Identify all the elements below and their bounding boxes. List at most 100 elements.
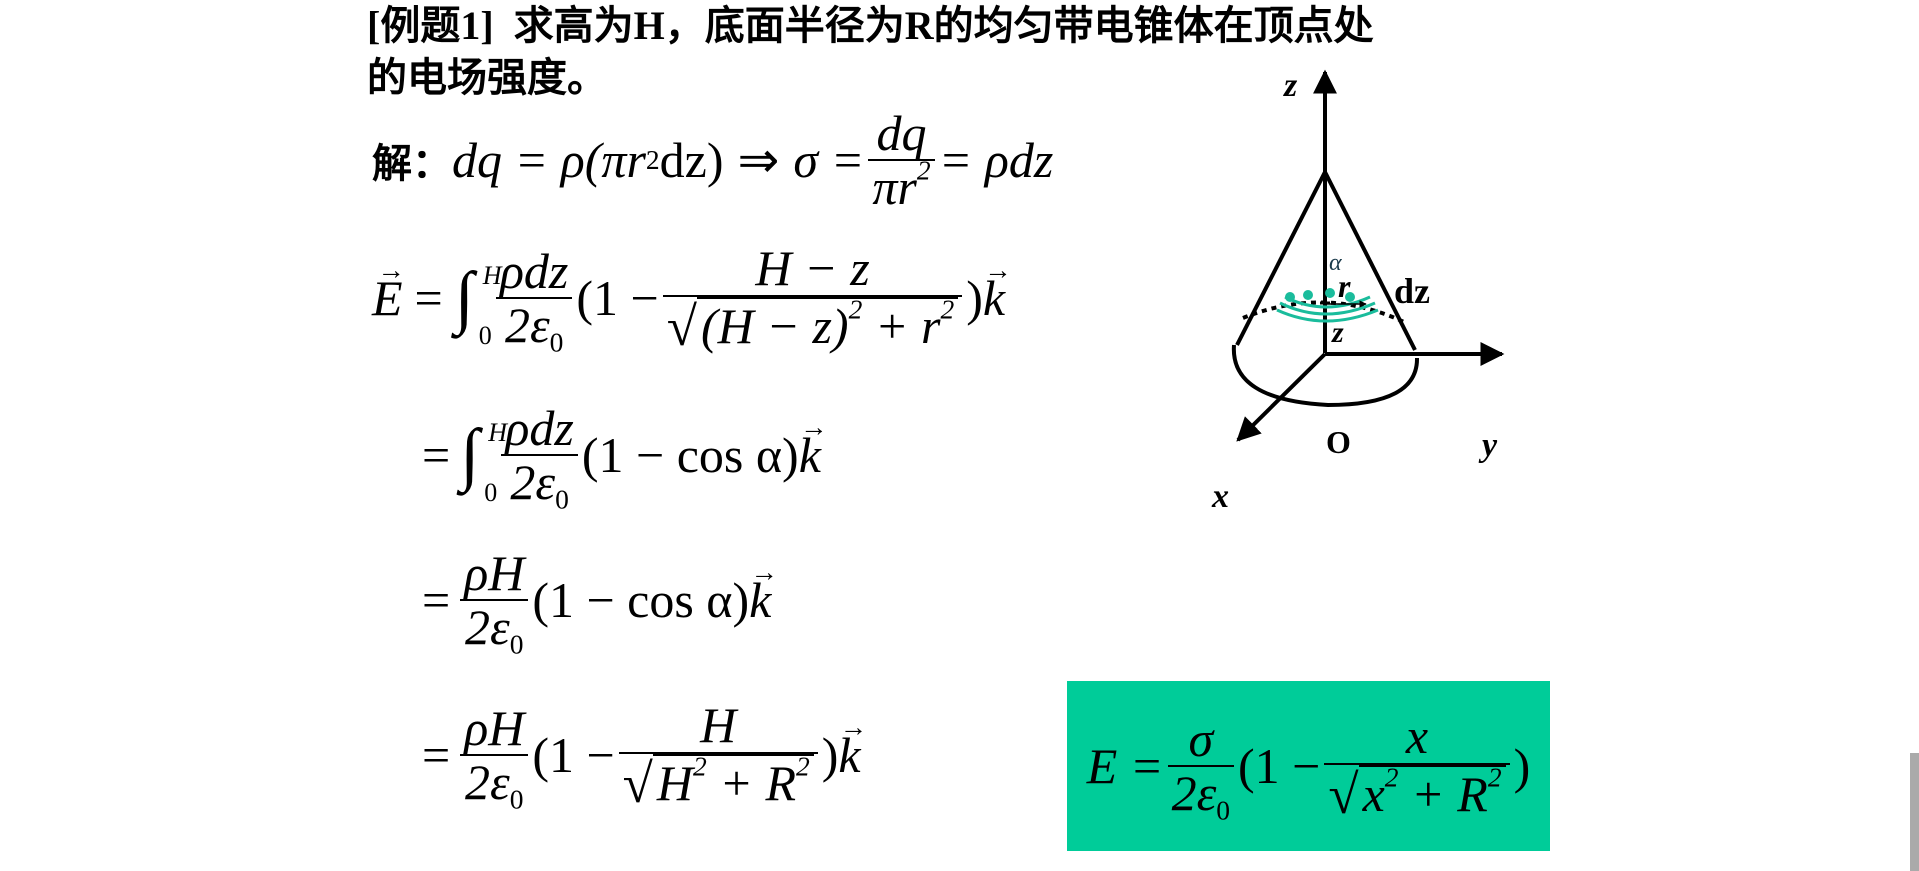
eq1-frac-den-exp: 2 bbox=[916, 154, 931, 186]
eq2-frac-den-sub: 0 bbox=[549, 326, 564, 358]
equation-line-1: 解： dq = ρ(πr 2 dz) ⇒ σ = dq πr2 = ρdz bbox=[372, 104, 1054, 215]
equals-sign: = bbox=[414, 270, 443, 326]
equation-line-2: E = ∫H0 ρdz 2ε0 (1 − H − z √(H − z)2 + r… bbox=[372, 228, 1005, 368]
integral-upper: H bbox=[482, 261, 502, 290]
result-sqrt-a-exp: 2 bbox=[1384, 761, 1399, 792]
result-sqrt: √x2 + R2 bbox=[1324, 763, 1509, 822]
eq3-frac-den-sub: 0 bbox=[555, 483, 569, 515]
eq1-fraction: dq πr2 bbox=[868, 106, 935, 215]
result-sqrt-b: + R bbox=[1411, 765, 1488, 822]
eq5-frac-num: ρH bbox=[464, 699, 525, 756]
eq2-sqrt: √(H − z)2 + r2 bbox=[663, 295, 963, 357]
eq4-body: (1 − cos α) bbox=[532, 572, 750, 628]
eq2-sqrt-b-exp: 2 bbox=[940, 293, 955, 324]
eq2-close: ) bbox=[966, 270, 983, 326]
eq2-frac-den-base: 2ε bbox=[504, 297, 550, 353]
eq5-frac-den-base: 2ε bbox=[465, 754, 510, 810]
result-fraction: σ 2ε0 bbox=[1167, 710, 1235, 824]
eq2-sqrt-b: + r bbox=[874, 297, 941, 354]
eq3-frac-den: 2ε0 bbox=[506, 454, 572, 513]
integral-lower: 0 bbox=[478, 321, 492, 350]
eq2-inner-fraction: H − z √(H − z)2 + r2 bbox=[662, 240, 963, 357]
equals-sign: = bbox=[422, 727, 451, 783]
fraction-bar bbox=[618, 751, 818, 754]
problem-label: [例题1] bbox=[367, 3, 494, 48]
eq2-sqrt-body: (H − z)2 + r2 bbox=[696, 295, 959, 354]
eq2-fraction: ρdz 2ε0 bbox=[495, 242, 573, 356]
vector-k: k bbox=[983, 269, 1005, 327]
result-frac-den: 2ε0 bbox=[1168, 765, 1234, 824]
result-close: ) bbox=[1513, 738, 1531, 794]
result-E: E = bbox=[1086, 738, 1164, 794]
implies-symbol: ⇒ bbox=[737, 132, 780, 188]
fraction-bar bbox=[662, 294, 963, 297]
integral-upper: H bbox=[488, 418, 507, 447]
eq1-rhs: = ρdz bbox=[938, 132, 1054, 188]
eq5-sqrt-b-exp: 2 bbox=[796, 750, 810, 781]
vector-E: E bbox=[372, 269, 403, 327]
eq5-sqrt-body: H2 + R2 bbox=[652, 752, 814, 811]
eq4-frac-den-sub: 0 bbox=[509, 628, 524, 660]
origin-label: O bbox=[1326, 424, 1351, 460]
eq2-sqrt-a: (H − z) bbox=[700, 297, 849, 354]
equation-line-3: = ∫H0 ρdz 2ε0 (1 − cos α)k bbox=[422, 385, 821, 525]
eq5-sqrt: √H2 + R2 bbox=[619, 752, 818, 814]
eq2-inner-num: H − z bbox=[755, 240, 870, 297]
eq2-sqrt-a-exp: 2 bbox=[848, 293, 863, 324]
integral-lower: 0 bbox=[484, 478, 498, 507]
scrollbar[interactable] bbox=[1910, 753, 1919, 871]
result-sqrt-body: x2 + R2 bbox=[1358, 763, 1506, 822]
sqrt-symbol: √ bbox=[666, 295, 697, 357]
problem-text-1: 求高为H，底面半径为R的均匀带电锥体在顶点处 bbox=[513, 3, 1374, 48]
height-z-label: z bbox=[1331, 316, 1344, 349]
eq4-fraction: ρH 2ε0 bbox=[460, 544, 529, 658]
eq3-frac-den-base: 2ε bbox=[510, 454, 556, 510]
eq1-lhs: dq = ρ(πr bbox=[452, 132, 646, 188]
eq2-frac-num: ρdz bbox=[499, 242, 569, 299]
problem-statement: [例题1] 求高为H，底面半径为R的均匀带电锥体在顶点处 的电场强度。 bbox=[367, 0, 1487, 104]
eq1-sigma: σ = bbox=[793, 132, 865, 188]
equation-line-4: = ρH 2ε0 (1 − cos α)k bbox=[422, 530, 771, 670]
eq4-frac-den-base: 2ε bbox=[465, 599, 510, 655]
result-frac-den-base: 2ε bbox=[1171, 765, 1217, 821]
equation-line-5: = ρH 2ε0 (1 − H √H2 + R2 )k bbox=[422, 680, 861, 830]
fraction-bar bbox=[1324, 762, 1510, 765]
eq5-inner-num: H bbox=[700, 697, 737, 754]
fraction-bar bbox=[460, 754, 529, 756]
vector-k: k bbox=[838, 726, 860, 784]
sqrt-symbol: √ bbox=[622, 752, 653, 814]
eq5-open: (1 − bbox=[532, 727, 615, 783]
eq5-sqrt-a: H bbox=[656, 754, 693, 811]
vector-k: k bbox=[749, 571, 771, 629]
eq3-body: (1 − cos α) bbox=[581, 427, 799, 483]
cone-diagram: z y x O α r dz z bbox=[1211, 67, 1505, 515]
result-frac-den-sub: 0 bbox=[1216, 794, 1231, 826]
eq5-close: ) bbox=[821, 727, 839, 783]
radius-r-label: r bbox=[1338, 268, 1351, 304]
problem-line-2: 的电场强度。 bbox=[367, 55, 607, 100]
result-frac-num: σ bbox=[1188, 710, 1214, 767]
eq4-frac-num: ρH bbox=[464, 544, 525, 601]
dz-label: dz bbox=[1394, 271, 1430, 311]
vector-k: k bbox=[799, 426, 821, 484]
equals-sign: = bbox=[422, 572, 451, 628]
x-axis-label: x bbox=[1211, 478, 1229, 515]
eq1-lhs-tail: dz) bbox=[659, 132, 724, 188]
eq5-frac-den-sub: 0 bbox=[509, 783, 524, 815]
eq5-sqrt-a-exp: 2 bbox=[692, 750, 707, 781]
result-sqrt-b-exp: 2 bbox=[1487, 761, 1502, 792]
eq3-frac-num: ρdz bbox=[505, 399, 574, 456]
eq2-frac-den: 2ε0 bbox=[501, 297, 567, 356]
eq1-frac-den-base: πr bbox=[872, 159, 917, 215]
eq5-sqrt-b: + R bbox=[719, 754, 797, 811]
angle-alpha-label: α bbox=[1329, 250, 1342, 276]
result-inner-num: x bbox=[1405, 708, 1429, 765]
y-axis-label: y bbox=[1478, 427, 1498, 464]
equals-sign: = bbox=[422, 427, 451, 483]
fraction-bar bbox=[460, 599, 529, 601]
fraction-bar bbox=[1167, 765, 1235, 767]
solution-prefix: 解： bbox=[372, 141, 452, 186]
eq5-fraction: ρH 2ε0 bbox=[460, 699, 529, 813]
